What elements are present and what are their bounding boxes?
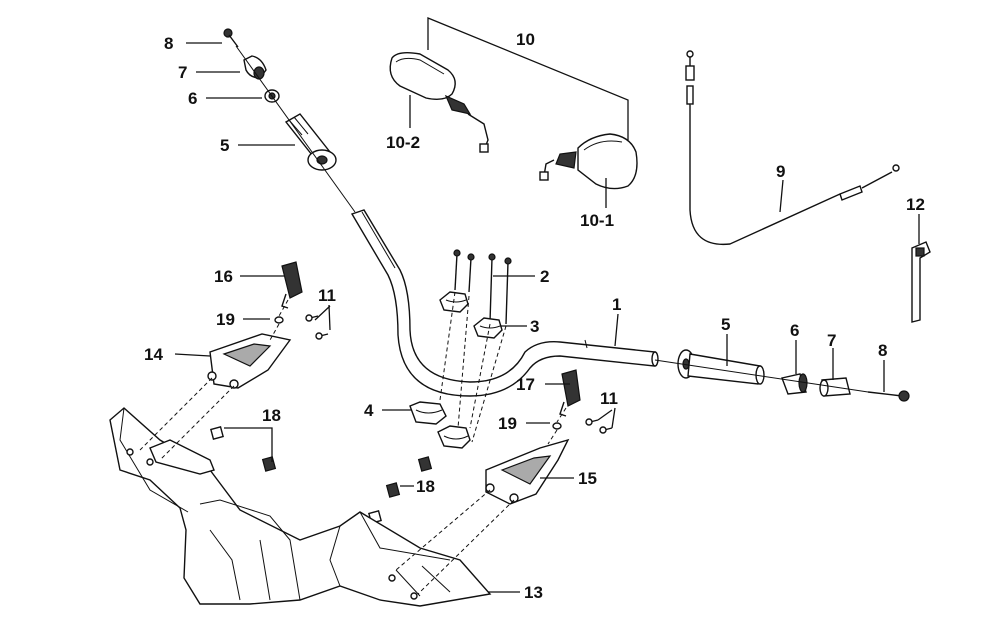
callout-6-top: 6 [188,89,197,108]
lower-holders [409,401,471,449]
clip-nuts [210,426,433,524]
throttle-cable [685,50,900,246]
callout-8-right: 8 [878,341,887,360]
callout-labels: 8 7 6 5 10 10-2 10-1 9 12 16 2 11 19 3 1… [144,30,925,602]
callout-10-2: 10-2 [386,133,420,152]
spacer-right [559,369,581,417]
callout-9: 9 [776,162,785,181]
grip-right [677,349,765,385]
mirror-assembly [389,17,638,190]
callout-18-bottom: 18 [416,477,435,496]
callout-19-right: 19 [498,414,517,433]
grip-left [284,113,337,171]
callout-5-right: 5 [721,315,730,334]
left-mount-assembly [207,261,329,389]
clamp-assembly [409,249,512,449]
callout-16: 16 [214,267,233,286]
bar-end-screw-left [223,28,239,48]
callout-11-left: 11 [318,286,336,305]
mirror-left [389,51,489,153]
callout-10-1: 10-1 [580,211,614,230]
callout-2: 2 [540,267,549,286]
right-grip-assembly [654,349,910,402]
washer-right [552,422,562,430]
small-bolts-left [305,314,329,340]
callout-12: 12 [906,195,925,214]
left-grip-assembly [223,28,356,213]
callout-19-left: 19 [216,310,235,329]
bar-end-screw-right [867,390,910,402]
leader-lines [174,42,920,593]
mount-bracket-left [207,333,292,389]
callout-17: 17 [516,375,535,394]
callout-10: 10 [516,30,535,49]
callout-3: 3 [530,317,539,336]
callout-4: 4 [364,401,374,420]
cable-tie [911,241,931,323]
upper-clamps [439,291,503,339]
mount-bracket-right [485,438,570,505]
washer-left [274,316,284,324]
clamp-bolts [453,249,512,325]
spacer-left [281,261,303,309]
bar-end-weight-left [243,55,267,80]
callout-5-top: 5 [220,136,229,155]
callout-14: 14 [144,345,163,364]
right-mount-assembly [485,369,613,505]
callout-7-top: 7 [178,63,187,82]
front-cover [109,407,492,607]
callout-15: 15 [578,469,597,488]
mirror-right [539,133,638,190]
callout-11-right: 11 [600,389,618,408]
callout-8-top: 8 [164,34,173,53]
callout-7-right: 7 [827,331,836,350]
small-bolts-right [585,418,613,434]
bar-end-collar-right [781,373,808,395]
handlebar [350,209,659,397]
callout-13: 13 [524,583,543,602]
callout-1: 1 [612,295,621,314]
callout-6-right: 6 [790,321,799,340]
callout-18-top: 18 [262,406,281,425]
